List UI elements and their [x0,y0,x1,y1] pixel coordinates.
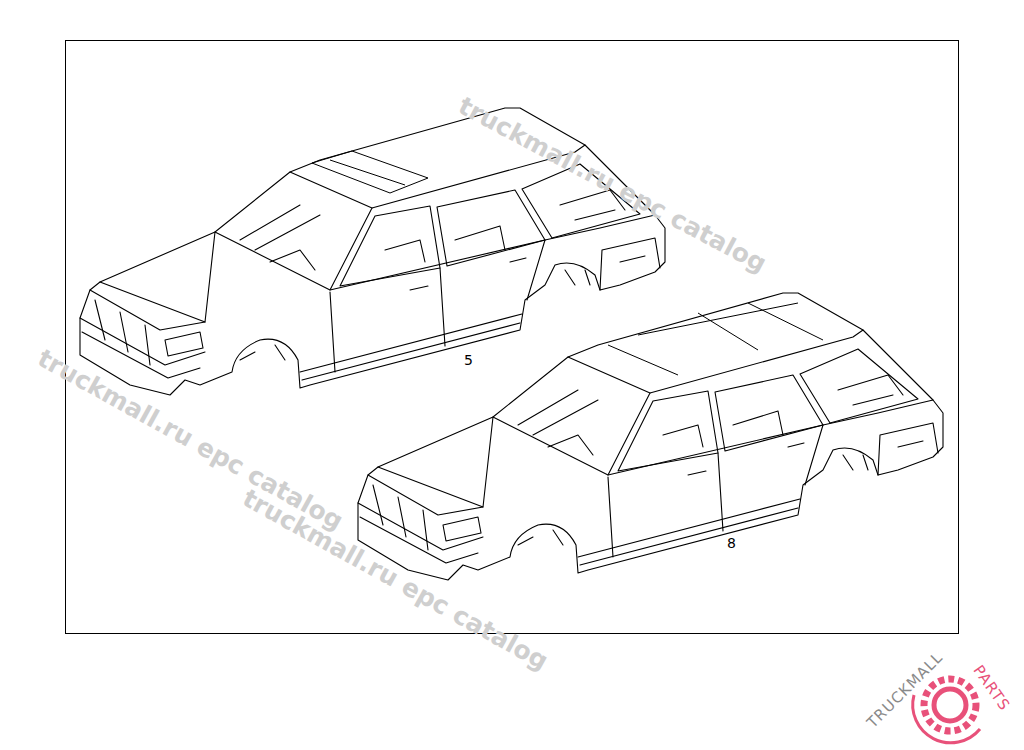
body-shell-8 [358,293,943,580]
logo-text: TRUCKMALL [863,648,946,731]
sunroof [312,151,428,193]
watermark: truckmall.ru epc catalog [453,91,771,279]
callout-number: 5 [462,352,475,368]
callout-number: 8 [725,535,738,551]
watermark: truckmall.ru epc catalog [237,483,553,676]
logo-gear [913,679,980,743]
